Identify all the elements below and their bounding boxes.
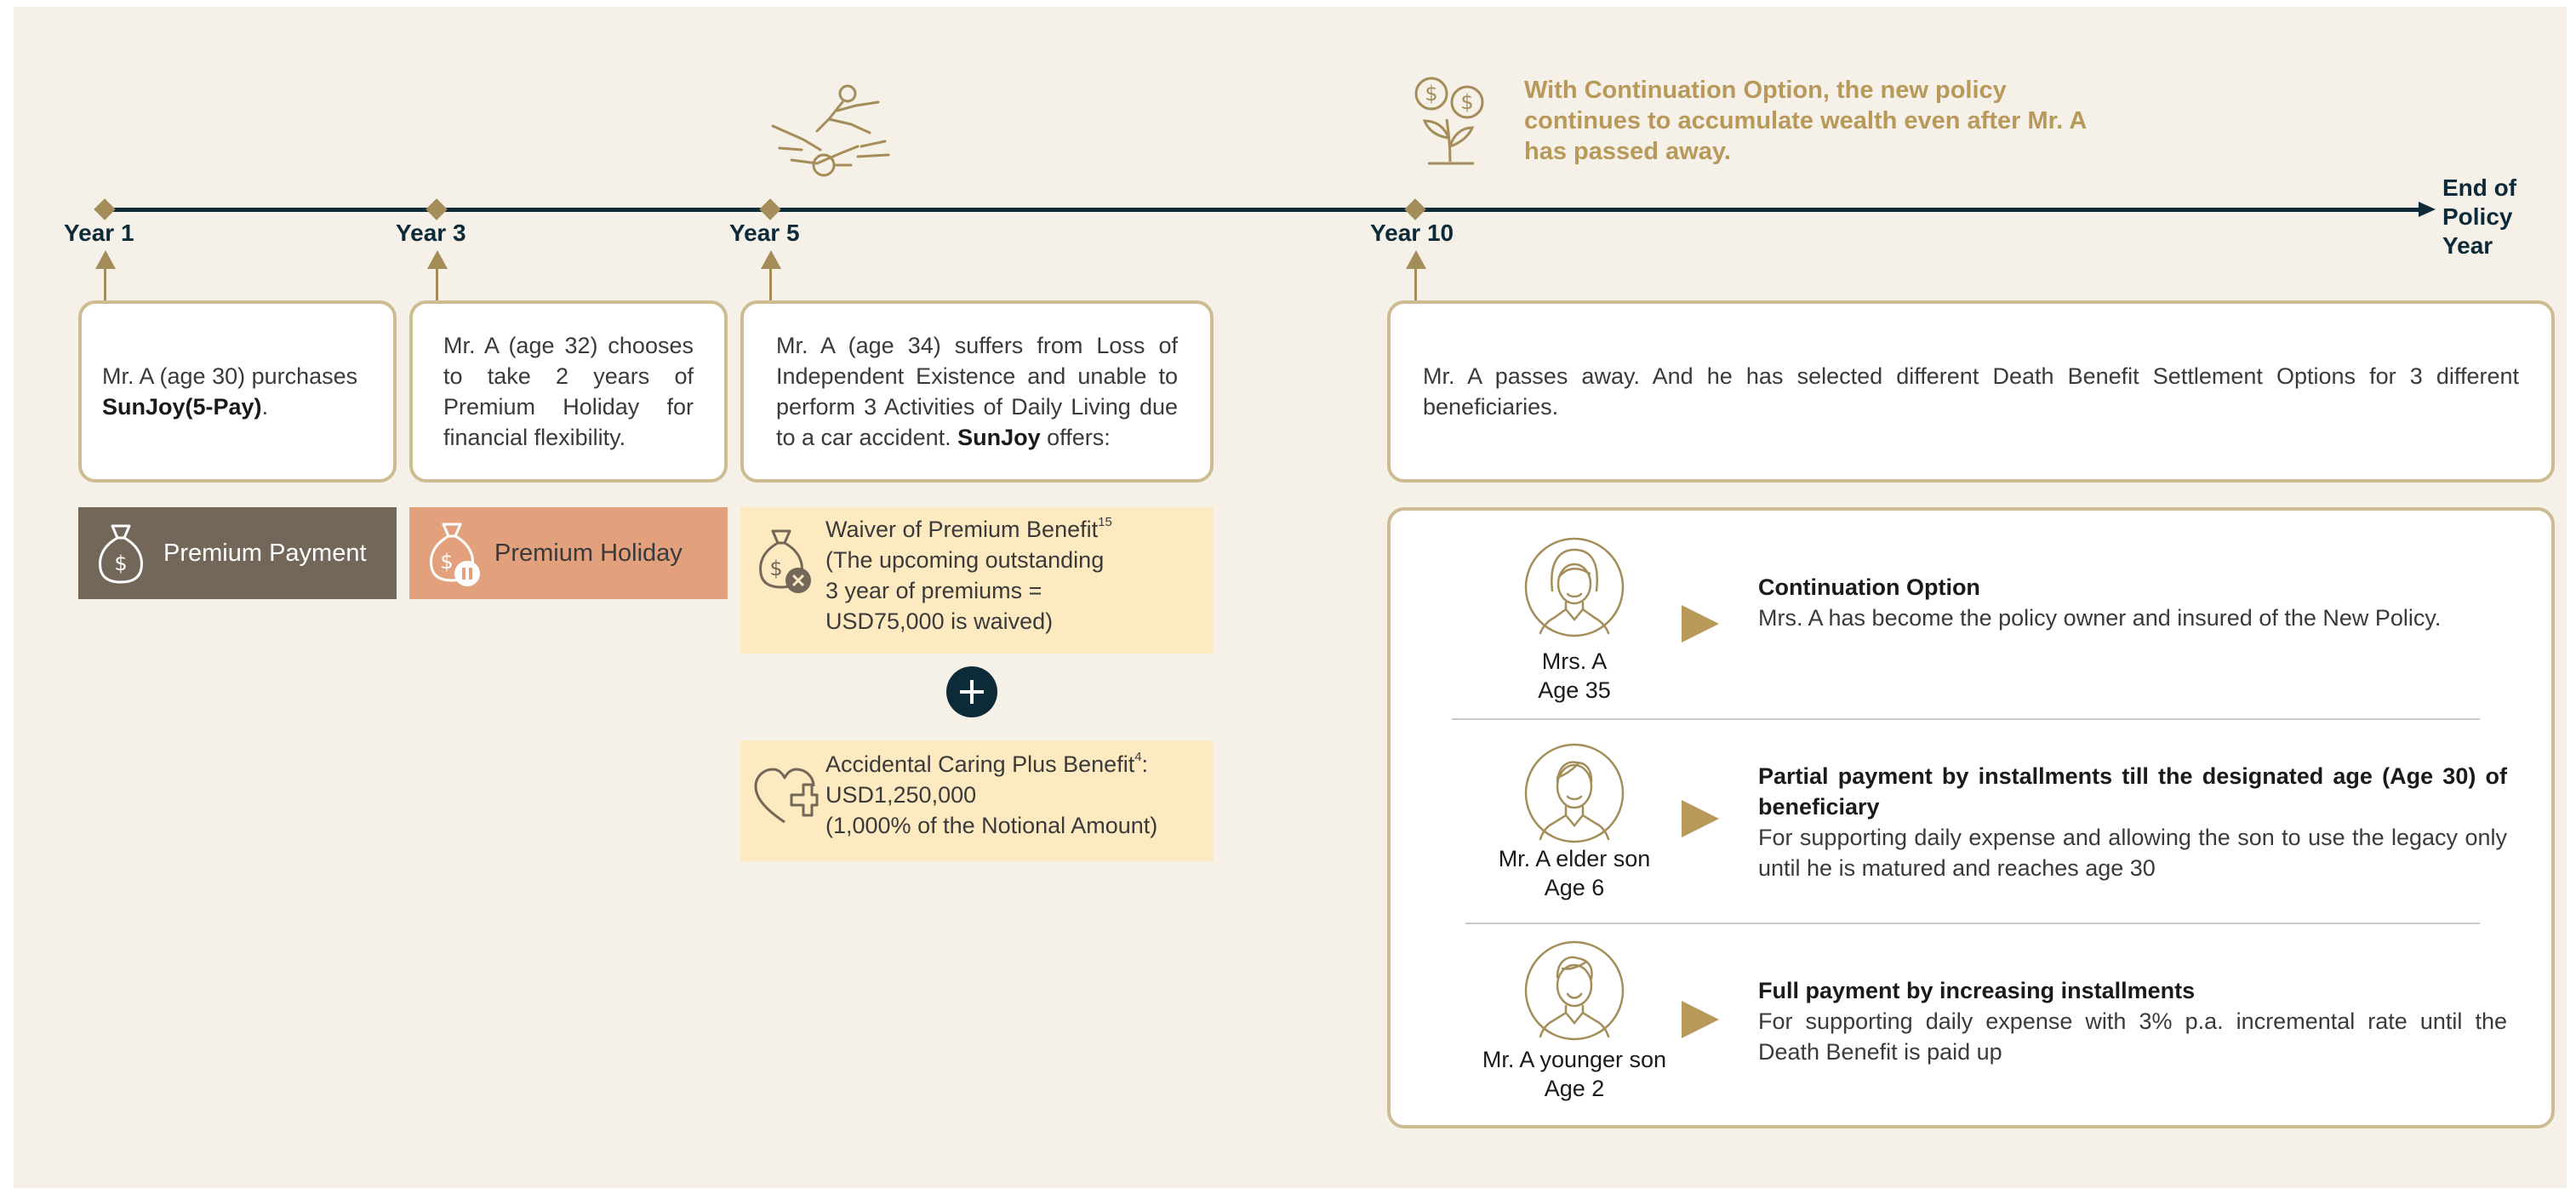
person-avatar-icon [1523,740,1625,846]
waiver-benefit-box: $ Waiver of Premium Benefit15 (The upcom… [740,507,1214,654]
premium-payment-tag: $ Premium Payment [78,507,397,599]
accidental-benefit-title: Accidental Caring Plus Benefit [825,751,1135,777]
end-label-line1: End of [2442,174,2517,201]
beneficiary-2-option-title: Partial payment by installments till the… [1758,763,2507,820]
plus-icon [946,666,997,717]
continuation-callout: With Continuation Option, the new policy… [1524,77,2087,165]
year5-pointer [761,250,781,269]
row-divider [1465,923,2480,924]
premium-holiday-label: Premium Holiday [494,539,683,567]
waiver-benefit-text: Waiver of Premium Benefit15 (The upcomin… [825,515,1112,634]
year3-marker [426,198,448,220]
beneficiary-1-option: Continuation Option Mrs. A has become th… [1758,572,2507,633]
year3-pointer [427,250,448,269]
year5-label: Year 5 [729,220,800,246]
beneficiary-2-age: Age 6 [1544,875,1605,900]
beneficiary-3-age: Age 2 [1544,1076,1605,1101]
beneficiary-1-name-block: Mrs. A Age 35 [1472,647,1676,705]
beneficiary-1-option-title: Continuation Option [1758,574,1980,600]
end-of-policy-year-label: End of Policy Year [2442,174,2567,260]
end-label-line2: Policy Year [2442,203,2513,259]
year3-label: Year 3 [396,220,466,246]
year1-pointer-stem [104,267,106,308]
accidental-benefit-box: Accidental Caring Plus Benefit4: USD1,25… [740,740,1214,861]
money-bag-waived-icon: $ [756,526,815,594]
year5-event-text: Mr. A (age 34) suffers from Loss of Inde… [776,333,1178,450]
product-name: SunJoy [957,425,1041,450]
accidental-benefit-text: Accidental Caring Plus Benefit4: USD1,25… [825,750,1158,838]
year1-event-box: Mr. A (age 30) purchases SunJoy(5-Pay). [78,300,397,483]
beneficiary-3-name-block: Mr. A younger son Age 2 [1455,1045,1694,1103]
accidental-footnote: 4 [1134,750,1142,764]
beneficiary-2-option-desc: For supporting daily expense and allowin… [1758,825,2507,881]
row-divider [1452,718,2480,720]
waiver-footnote: 15 [1098,515,1112,529]
year1-event-text: Mr. A (age 30) purchases SunJoy(5-Pay). [102,363,358,420]
beneficiary-1-option-desc: Mrs. A has become the policy owner and i… [1758,605,2442,631]
year3-pointer-stem [436,267,438,308]
beneficiary-1-name: Mrs. A [1541,648,1608,674]
timeline-arrowhead [2419,202,2436,217]
money-plant-icon: $ $ [1406,68,1508,170]
year10-marker [1404,198,1426,220]
year10-event-box: Mr. A passes away. And he has selected d… [1387,300,2555,483]
money-bag-pause-icon: $ [426,519,483,587]
beneficiary-3-option-title: Full payment by increasing installments [1758,978,2196,1003]
year5-marker [759,198,781,220]
year10-label: Year 10 [1370,220,1454,246]
year10-pointer [1406,250,1426,269]
heart-plus-icon [752,766,819,827]
year1-label: Year 1 [64,220,134,246]
beneficiary-3-option: Full payment by increasing installments … [1758,975,2507,1067]
arrow-right-icon [1682,605,1719,643]
svg-text:$: $ [1425,82,1437,106]
arrow-right-icon [1682,1001,1719,1038]
svg-text:$: $ [1460,90,1473,114]
year5-pointer-stem [769,267,772,308]
money-bag-icon: $ [95,521,146,586]
beneficiary-3-name: Mr. A younger son [1482,1047,1667,1072]
product-name: SunJoy(5-Pay) [102,394,262,420]
svg-text:$: $ [440,550,453,574]
year5-event-box: Mr. A (age 34) suffers from Loss of Inde… [740,300,1214,483]
year3-event-text: Mr. A (age 32) chooses to take 2 years o… [443,333,694,450]
beneficiary-3-option-desc: For supporting daily expense with 3% p.a… [1758,1008,2507,1065]
beneficiary-1-age: Age 35 [1538,677,1611,703]
year1-marker [94,198,116,220]
year10-pointer-stem [1414,267,1417,308]
beneficiary-2-option: Partial payment by installments till the… [1758,761,2507,883]
arrow-right-icon [1682,800,1719,837]
year10-event-text: Mr. A passes away. And he has selected d… [1423,363,2519,420]
car-accident-icon [769,82,897,180]
year1-pointer [95,250,116,269]
premium-holiday-tag: $ Premium Holiday [409,507,728,599]
person-avatar-icon [1523,534,1625,640]
person-avatar-icon [1523,938,1625,1043]
waiver-benefit-title: Waiver of Premium Benefit [825,517,1099,542]
timeline-axis [104,208,2422,212]
beneficiary-2-name-block: Mr. A elder son Age 6 [1455,844,1694,902]
premium-payment-label: Premium Payment [163,539,367,567]
beneficiary-2-name: Mr. A elder son [1498,846,1651,871]
year3-event-box: Mr. A (age 32) chooses to take 2 years o… [409,300,728,483]
svg-text:$: $ [114,551,127,575]
diagram-canvas: $ $ With Continuation Option, the new po… [14,7,2567,1188]
svg-text:$: $ [769,557,782,580]
